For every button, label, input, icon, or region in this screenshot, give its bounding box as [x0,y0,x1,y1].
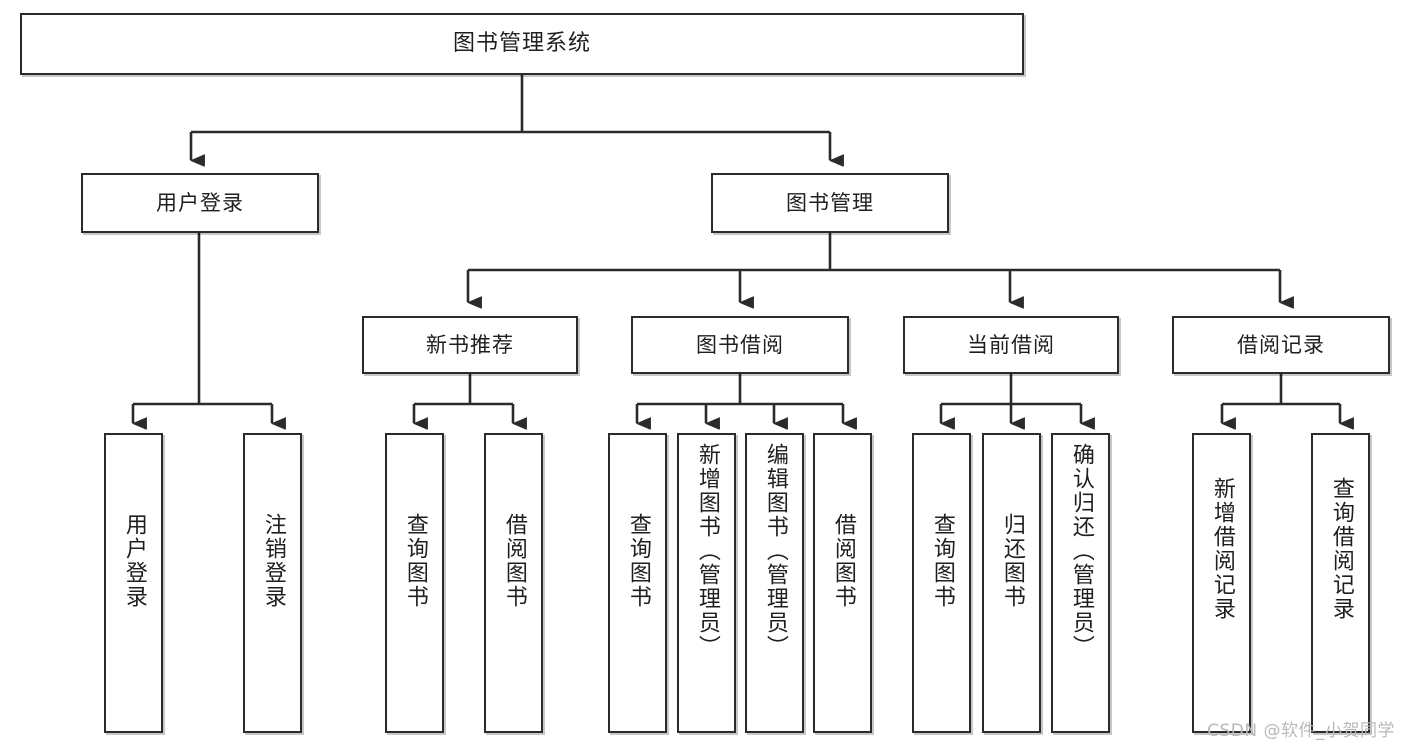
node-book-manage-label: 图书管理 [786,190,874,215]
node-leaf-add-record-label: 新增借阅记录 [1209,477,1235,621]
node-leaf-edit-book-label: 编辑图书（管理员） [762,443,788,659]
node-leaf-logout-label: 注销登录 [260,513,286,609]
node-leaf-query-record[interactable]: 查询借阅记录 [1311,433,1370,733]
node-current-borrow-label: 当前借阅 [967,332,1055,357]
node-book-borrow-label: 图书借阅 [696,332,784,357]
node-book-manage[interactable]: 图书管理 [711,173,949,233]
node-leaf-user-login-label: 用户登录 [121,513,147,609]
node-leaf-query-book-1[interactable]: 查询图书 [385,433,444,733]
node-new-book-rec-label: 新书推荐 [426,332,514,357]
node-book-borrow[interactable]: 图书借阅 [631,316,849,374]
node-current-borrow[interactable]: 当前借阅 [903,316,1119,374]
node-leaf-edit-book[interactable]: 编辑图书（管理员） [745,433,804,733]
node-new-book-rec[interactable]: 新书推荐 [362,316,578,374]
node-leaf-query-book-3[interactable]: 查询图书 [912,433,971,733]
node-leaf-add-book-label: 新增图书（管理员） [694,443,720,659]
node-leaf-query-record-label: 查询借阅记录 [1328,477,1354,621]
node-leaf-logout[interactable]: 注销登录 [243,433,302,733]
node-leaf-return-book[interactable]: 归还图书 [982,433,1041,733]
node-leaf-borrow-book-1[interactable]: 借阅图书 [484,433,543,733]
node-user-login[interactable]: 用户登录 [81,173,319,233]
node-leaf-confirm-return[interactable]: 确认归还（管理员） [1051,433,1110,733]
node-leaf-add-book[interactable]: 新增图书（管理员） [677,433,736,733]
node-borrow-record-label: 借阅记录 [1237,332,1325,357]
node-leaf-borrow-book-1-label: 借阅图书 [501,513,527,609]
node-leaf-query-book-2[interactable]: 查询图书 [608,433,667,733]
node-leaf-borrow-book-2[interactable]: 借阅图书 [813,433,872,733]
node-leaf-query-book-2-label: 查询图书 [625,513,651,609]
node-leaf-query-book-1-label: 查询图书 [402,513,428,609]
node-leaf-return-book-label: 归还图书 [999,513,1025,609]
node-root[interactable]: 图书管理系统 [20,13,1024,75]
node-leaf-add-record[interactable]: 新增借阅记录 [1192,433,1251,733]
node-leaf-confirm-return-label: 确认归还（管理员） [1068,443,1094,659]
node-leaf-user-login[interactable]: 用户登录 [104,433,163,733]
node-user-login-label: 用户登录 [156,190,244,215]
node-leaf-query-book-3-label: 查询图书 [929,513,955,609]
node-borrow-record[interactable]: 借阅记录 [1172,316,1390,374]
watermark: CSDN @软件_小贺同学 [1207,721,1395,741]
node-leaf-borrow-book-2-label: 借阅图书 [830,513,856,609]
node-root-label: 图书管理系统 [452,31,591,57]
